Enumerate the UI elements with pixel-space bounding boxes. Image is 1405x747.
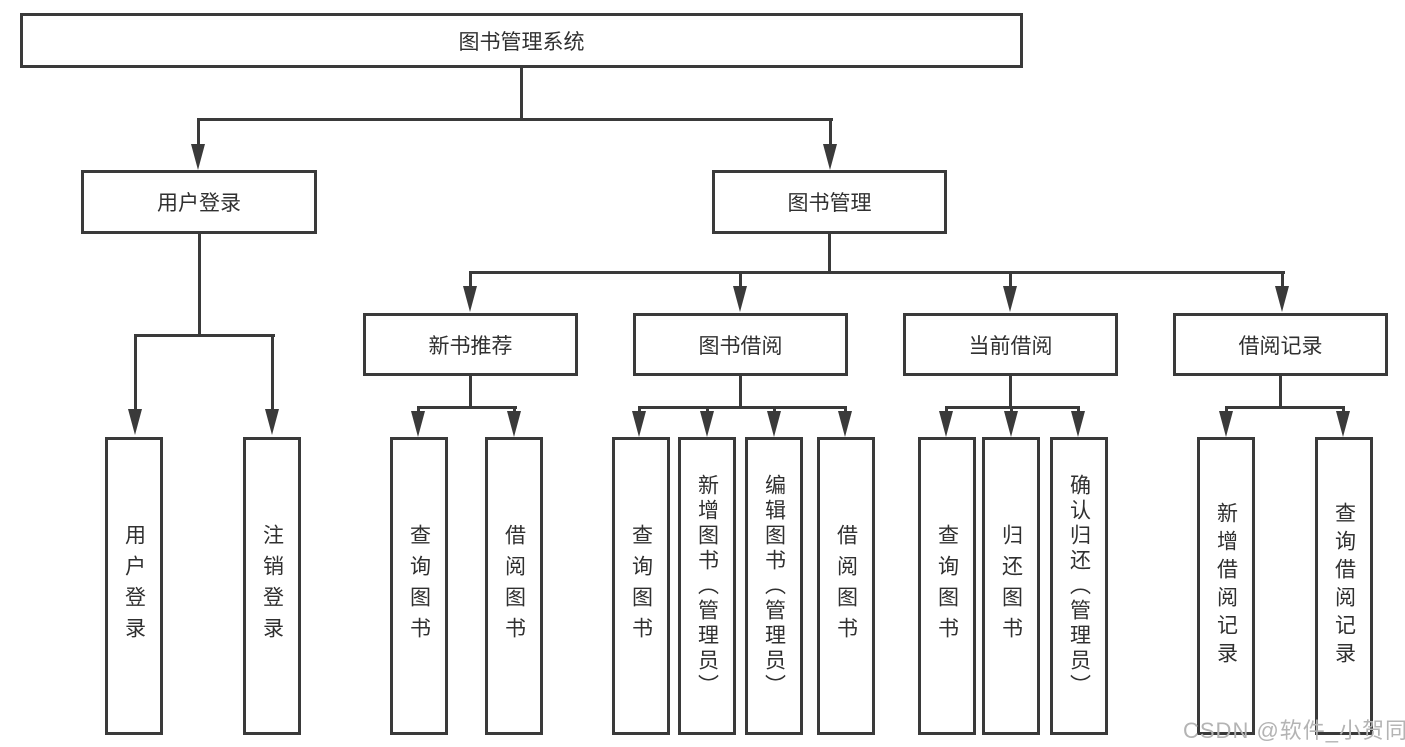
node-user-login: 用户登录 <box>81 170 317 234</box>
node-library-system: 图书管理系统 <box>20 13 1023 68</box>
arrowhead-down-icon <box>411 411 425 437</box>
connector-line <box>1225 406 1228 414</box>
arrowhead-down-icon <box>265 409 279 435</box>
connector-line <box>829 118 832 146</box>
watermark: CSDN @软件_小贺同学 <box>1183 718 1405 743</box>
connector-line <box>1225 406 1345 409</box>
arrowhead-down-icon <box>939 411 953 437</box>
connector-line <box>1009 271 1012 288</box>
connector-line <box>469 271 1285 274</box>
leaf-user-login: 用户登录 <box>105 437 163 735</box>
leaf-query-borrow-record: 查询借阅记录 <box>1315 437 1373 735</box>
connector-line <box>197 118 833 121</box>
leaf-return-books: 归还图书 <box>982 437 1040 735</box>
connector-line <box>1009 376 1012 408</box>
arrowhead-down-icon <box>463 286 477 312</box>
arrowhead-down-icon <box>838 411 852 437</box>
connector-line <box>513 406 516 414</box>
node-book-borrowing: 图书借阅 <box>633 313 848 376</box>
arrowhead-down-icon <box>733 286 747 312</box>
leaf-edit-books-admin: 编辑图书（管理员） <box>745 437 803 735</box>
arrowhead-down-icon <box>632 411 646 437</box>
arrowhead-down-icon <box>1219 411 1233 437</box>
connector-line <box>1281 271 1284 288</box>
leaf-add-borrow-record: 新增借阅记录 <box>1197 437 1255 735</box>
arrowhead-down-icon <box>1003 286 1017 312</box>
arrowhead-down-icon <box>1275 286 1289 312</box>
arrowhead-down-icon <box>1071 411 1085 437</box>
connector-line <box>197 118 200 146</box>
connector-line <box>417 406 517 409</box>
node-new-book-recommendation: 新书推荐 <box>363 313 578 376</box>
connector-line <box>739 376 742 408</box>
connector-line <box>520 68 523 120</box>
leaf-query-books-recommend: 查询图书 <box>390 437 448 735</box>
connector-line <box>638 406 641 414</box>
leaf-borrow-books: 借阅图书 <box>817 437 875 735</box>
leaf-borrow-books-recommend: 借阅图书 <box>485 437 543 735</box>
connector-line <box>1077 406 1080 414</box>
connector-line <box>638 406 847 409</box>
leaf-logout: 注销登录 <box>243 437 301 735</box>
connector-line <box>469 376 472 408</box>
leaf-query-books-borrow: 查询图书 <box>612 437 670 735</box>
arrowhead-down-icon <box>700 411 714 437</box>
leaf-query-books-current: 查询图书 <box>918 437 976 735</box>
connector-line <box>1279 376 1282 408</box>
connector-line <box>198 234 201 337</box>
leaf-confirm-return-admin: 确认归还（管理员） <box>1050 437 1108 735</box>
arrowhead-down-icon <box>191 144 205 170</box>
connector-line <box>844 406 847 414</box>
connector-line <box>1342 406 1345 414</box>
connector-line <box>417 406 420 414</box>
arrowhead-down-icon <box>1336 411 1350 437</box>
arrowhead-down-icon <box>823 144 837 170</box>
leaf-add-books-admin: 新增图书（管理员） <box>678 437 736 735</box>
node-current-borrowing: 当前借阅 <box>903 313 1118 376</box>
connector-line <box>1010 406 1013 414</box>
connector-line <box>945 406 948 414</box>
connector-line <box>739 271 742 288</box>
connector-line <box>706 406 709 414</box>
node-borrowing-records: 借阅记录 <box>1173 313 1388 376</box>
connector-line <box>773 406 776 414</box>
connector-line <box>134 334 137 410</box>
arrowhead-down-icon <box>1004 411 1018 437</box>
connector-line <box>469 271 472 288</box>
arrowhead-down-icon <box>767 411 781 437</box>
node-book-management: 图书管理 <box>712 170 947 234</box>
connector-line <box>134 334 275 337</box>
connector-line <box>828 234 831 274</box>
connector-line <box>271 334 274 410</box>
arrowhead-down-icon <box>507 411 521 437</box>
arrowhead-down-icon <box>128 409 142 435</box>
